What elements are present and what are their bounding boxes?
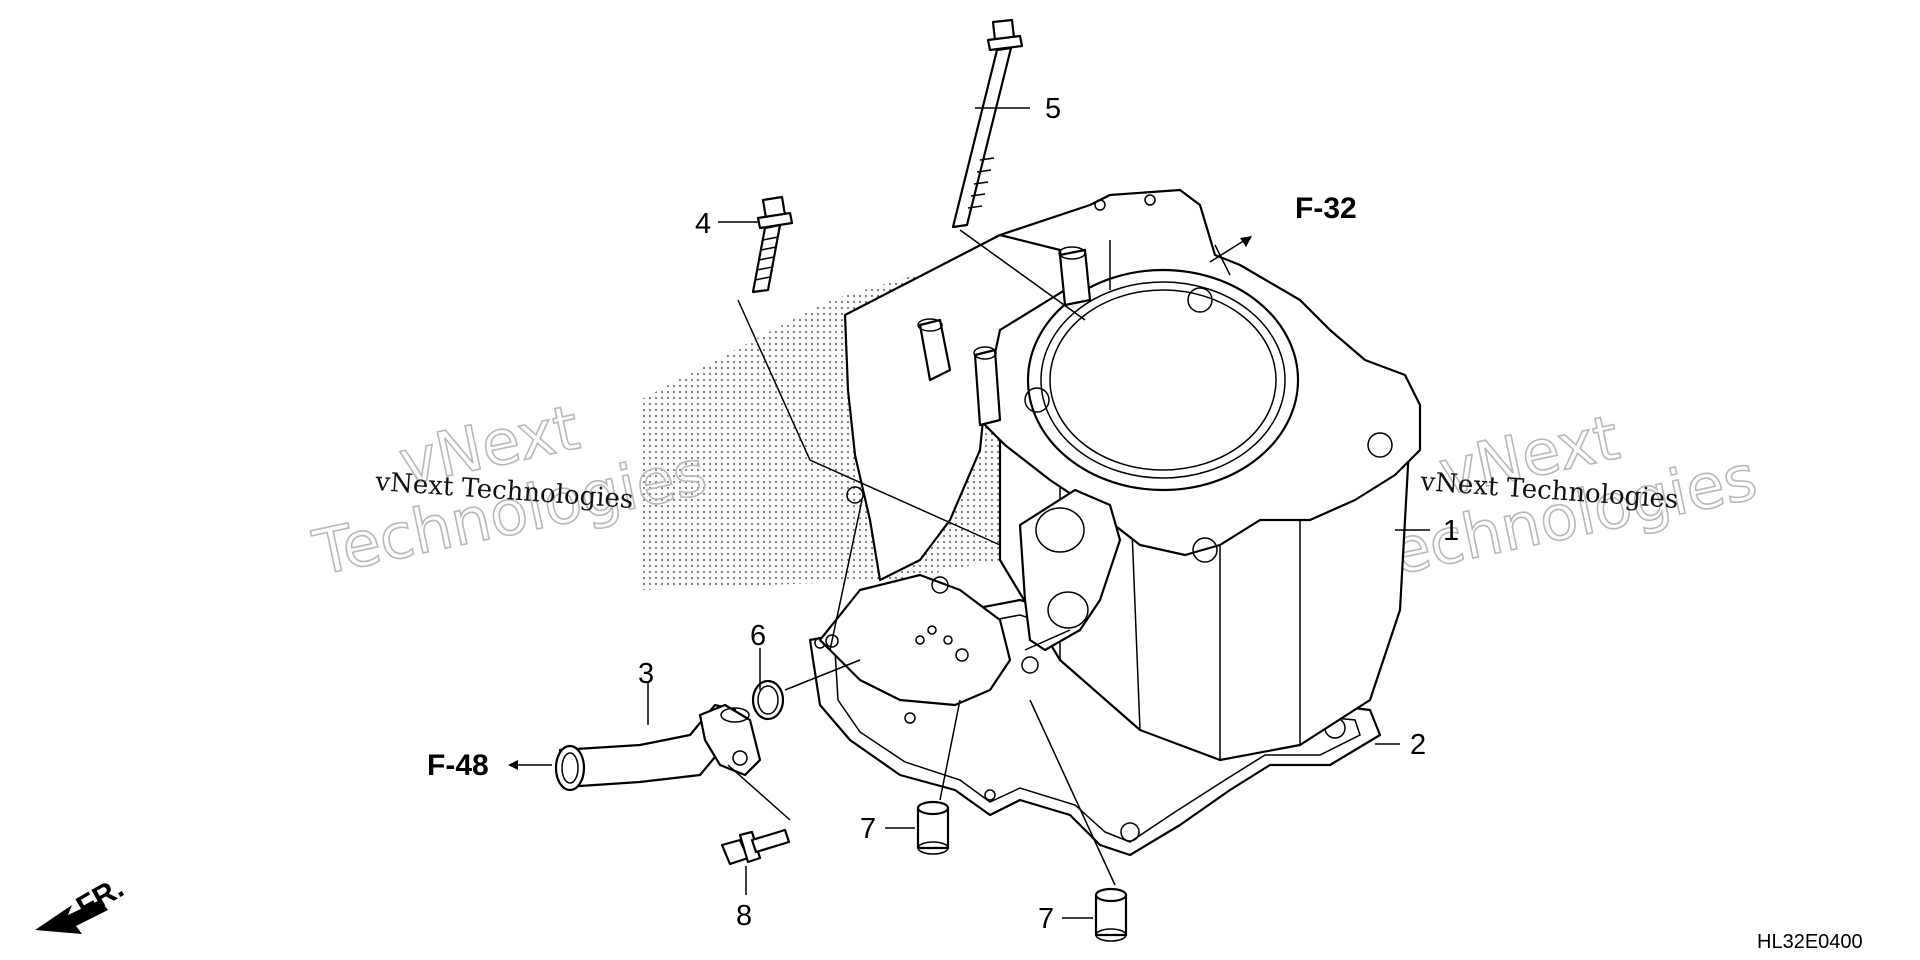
callout-4: 4 xyxy=(695,208,711,240)
cylinder-body xyxy=(818,188,1422,762)
o-ring xyxy=(751,679,785,721)
assembly-lines xyxy=(727,229,1116,886)
flange-bolt xyxy=(720,828,791,866)
callout-6: 6 xyxy=(750,620,766,652)
front-direction-arrow xyxy=(35,900,108,934)
dowel-pin-lower xyxy=(1094,887,1128,942)
callout-8: 8 xyxy=(736,900,752,932)
dowel-pin-upper xyxy=(916,800,950,855)
reference-arrow-left xyxy=(508,760,552,770)
callout-labels: 1 2 3 4 5 6 7 7 8 xyxy=(638,93,1459,935)
callout-7-lower: 7 xyxy=(1038,903,1054,935)
callout-7-upper: 7 xyxy=(860,813,876,845)
callout-leaders xyxy=(647,107,1430,919)
bolt-long xyxy=(951,18,1024,229)
callout-3: 3 xyxy=(638,658,654,690)
bolt-short xyxy=(751,195,794,294)
reference-label-left: F-48 xyxy=(427,749,489,782)
drawing-code: HL32E0400 xyxy=(1757,931,1863,953)
reference-label-upper: F-32 xyxy=(1295,192,1357,225)
callout-5: 5 xyxy=(1045,93,1061,125)
callout-1: 1 xyxy=(1443,515,1459,547)
callout-2: 2 xyxy=(1410,729,1426,761)
water-pipe xyxy=(554,703,762,792)
reference-arrow-upper xyxy=(1209,236,1252,263)
